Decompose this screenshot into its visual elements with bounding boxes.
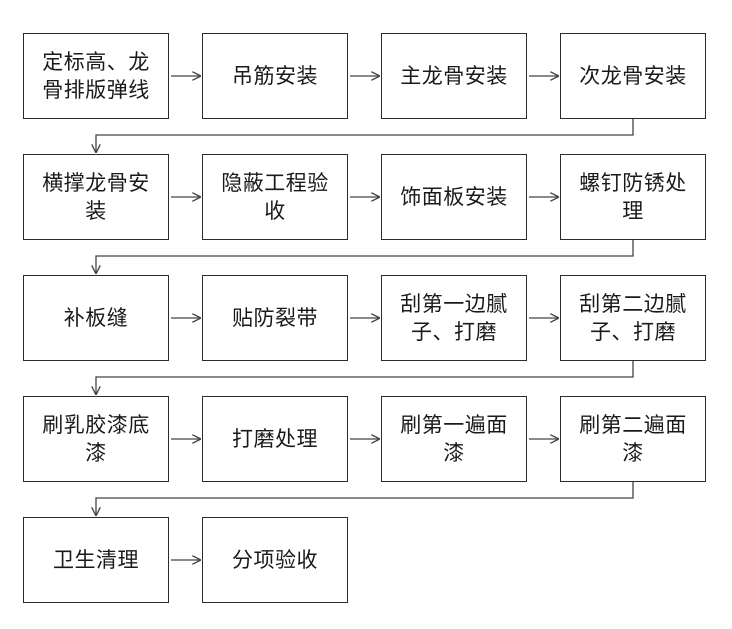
step-label: 螺钉防锈处理 bbox=[579, 171, 687, 223]
step-label: 吊筋安装 bbox=[232, 64, 318, 88]
step-box: 主龙骨安装 bbox=[381, 33, 527, 119]
step-box: 刷乳胶漆底漆 bbox=[23, 396, 169, 482]
step-label: 分项验收 bbox=[232, 548, 318, 572]
step-box: 分项验收 bbox=[202, 517, 348, 603]
step-box: 刷第一遍面漆 bbox=[381, 396, 527, 482]
step-label: 刮第一边腻子、打磨 bbox=[400, 292, 508, 344]
step-box: 吊筋安装 bbox=[202, 33, 348, 119]
step-box: 次龙骨安装 bbox=[560, 33, 706, 119]
step-label: 隐蔽工程验收 bbox=[221, 171, 329, 223]
step-box: 螺钉防锈处理 bbox=[560, 154, 706, 240]
step-label: 卫生清理 bbox=[53, 548, 139, 572]
step-box: 打磨处理 bbox=[202, 396, 348, 482]
step-label: 刷乳胶漆底漆 bbox=[42, 413, 150, 465]
step-box: 隐蔽工程验收 bbox=[202, 154, 348, 240]
step-label: 刮第二边腻子、打磨 bbox=[579, 292, 687, 344]
wrap-arrow bbox=[96, 119, 634, 152]
step-box: 刷第二遍面漆 bbox=[560, 396, 706, 482]
step-box: 刮第一边腻子、打磨 bbox=[381, 275, 527, 361]
step-label: 主龙骨安装 bbox=[400, 64, 508, 88]
step-box: 刮第二边腻子、打磨 bbox=[560, 275, 706, 361]
wrap-arrow bbox=[96, 361, 634, 394]
step-box: 横撑龙骨安装 bbox=[23, 154, 169, 240]
step-label: 次龙骨安装 bbox=[579, 64, 687, 88]
step-label: 打磨处理 bbox=[232, 427, 318, 451]
step-label: 定标高、龙骨排版弹线 bbox=[42, 50, 150, 102]
step-box: 贴防裂带 bbox=[202, 275, 348, 361]
wrap-arrow bbox=[96, 482, 634, 515]
step-label: 补板缝 bbox=[63, 306, 129, 330]
wrap-arrow bbox=[96, 240, 634, 273]
step-label: 刷第一遍面漆 bbox=[400, 413, 508, 465]
step-box: 饰面板安装 bbox=[381, 154, 527, 240]
step-label: 横撑龙骨安装 bbox=[42, 171, 150, 223]
step-label: 饰面板安装 bbox=[400, 185, 508, 209]
step-label: 贴防裂带 bbox=[232, 306, 318, 330]
step-box: 卫生清理 bbox=[23, 517, 169, 603]
step-label: 刷第二遍面漆 bbox=[579, 413, 687, 465]
step-box: 补板缝 bbox=[23, 275, 169, 361]
step-box: 定标高、龙骨排版弹线 bbox=[23, 33, 169, 119]
